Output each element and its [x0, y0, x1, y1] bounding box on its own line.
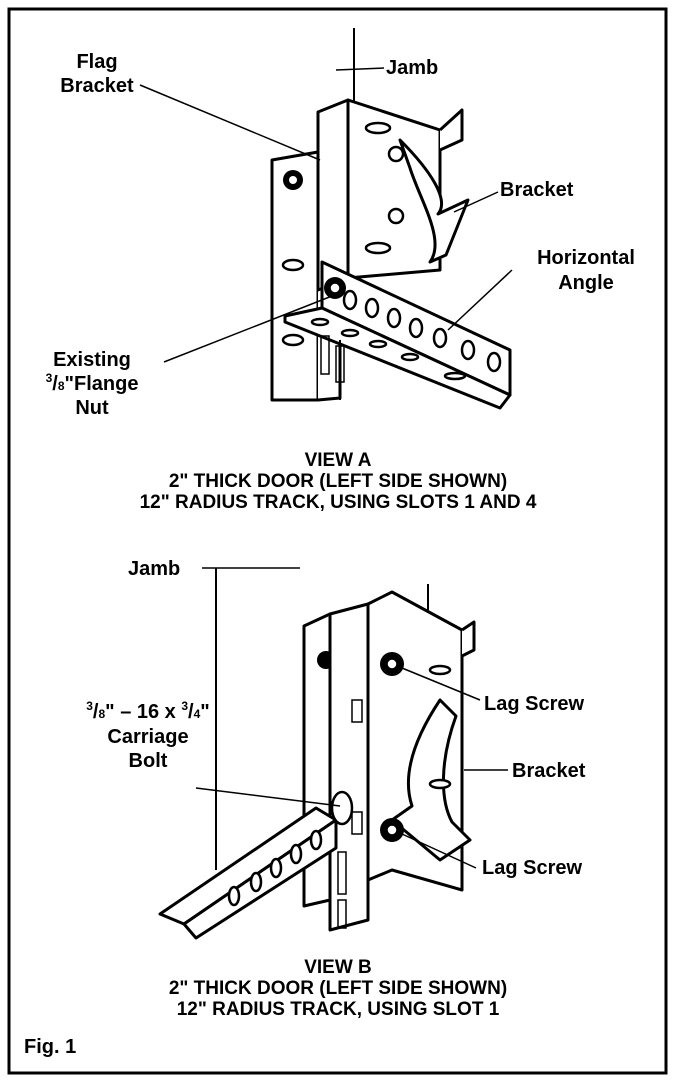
view-a-bracket-hole-1 [387, 145, 405, 163]
view-b-angle-hole-1 [227, 885, 241, 907]
view-a-angle-hole-7 [486, 351, 502, 373]
view-b-bracket-slot-1 [351, 699, 363, 723]
view-b-label-bolt-spec: 3/8" – 16 x 3/4" [86, 699, 210, 723]
view-a-frac-num: 3 [46, 371, 53, 385]
view-b-carriage-bolt [330, 790, 354, 826]
view-a-flange-hole-4 [400, 352, 420, 362]
view-a-leader-jamb [335, 67, 385, 71]
view-a-bracket-hole-2 [387, 207, 405, 225]
view-b-caption-line-2: 2" THICK DOOR (LEFT SIDE SHOWN) [169, 978, 507, 999]
view-a-leader-flange-nut [163, 295, 333, 363]
view-a-frac-den: 8 [58, 379, 65, 393]
view-a-label-bracket-word: Bracket [60, 75, 134, 97]
view-b-bracket-side [328, 602, 370, 932]
view-a-flange-hole-3 [368, 339, 388, 349]
view-a-bracket-slot-top [364, 121, 392, 135]
view-a-angle-hole-6 [460, 339, 476, 361]
view-b-bracket-slot-2 [351, 811, 363, 835]
view-b-bracket-lip [461, 620, 476, 658]
view-a-flag-slot-1 [281, 258, 305, 272]
view-a-flange-hole-5 [443, 371, 467, 381]
view-a-flag-bracket-nut-hole [289, 176, 297, 184]
view-b-angle-hole-5 [309, 829, 323, 851]
view-a-flange-hole-2 [340, 328, 360, 338]
view-b-caption-line-1: VIEW B [304, 957, 372, 978]
view-b-bracket-slot-top [428, 664, 452, 676]
view-b-leader-lag-screw-bottom [401, 833, 477, 869]
view-a-flag-slot-2 [281, 333, 305, 347]
view-a-label-bracket: Bracket [500, 179, 574, 201]
view-a-caption-line-2: 2" THICK DOOR (LEFT SIDE SHOWN) [169, 471, 507, 492]
view-b-frac-b-num: 3 [181, 699, 188, 713]
view-b-bolt-mid: " – 16 x [105, 701, 181, 723]
view-b-leader-carriage-bolt [195, 787, 341, 807]
view-b-label-bolt: Bolt [129, 750, 168, 772]
view-a-angle-hole-4 [408, 317, 424, 339]
view-a-label-jamb: Jamb [386, 57, 438, 79]
view-b-bracket-slot-mid [428, 778, 452, 790]
view-a-flange-word: "Flange [65, 373, 139, 395]
view-b-leader-lag-screw-top [401, 667, 481, 701]
view-b-frac-b-den: 4 [194, 707, 201, 721]
view-a-bracket-hook [398, 138, 470, 264]
view-a-caption-line-1: VIEW A [305, 450, 372, 471]
view-b-label-lag-screw-bottom: Lag Screw [482, 857, 582, 879]
view-a-label-existing: Existing [53, 349, 131, 371]
view-a-leader-horizontal-angle [447, 269, 513, 331]
view-b-bracket-hook [390, 698, 472, 862]
view-a-angle-hole-2 [364, 297, 380, 319]
view-b-label-bracket: Bracket [512, 760, 586, 782]
view-a-flange-hole-1 [310, 317, 330, 327]
view-a-caption-line-3: 12" RADIUS TRACK, USING SLOTS 1 AND 4 [140, 492, 537, 513]
figure-border [7, 7, 668, 1075]
view-b-angle-hole-4 [289, 843, 303, 865]
view-a-frac-slash: / [52, 373, 58, 395]
view-a-bracket-lip [438, 108, 464, 152]
view-b-bolt-end: " [200, 701, 209, 723]
view-b-label-lag-screw-top: Lag Screw [484, 693, 584, 715]
view-a-label-horizontal: Horizontal [537, 247, 635, 269]
view-a-bracket-face [346, 98, 442, 280]
view-b-frac-a-den: 8 [98, 707, 105, 721]
figure-label: Fig. 1 [24, 1036, 76, 1058]
view-a-flange-nut-center [329, 282, 341, 294]
view-b-lower-slot-2 [337, 899, 347, 929]
view-a-drawing [139, 28, 513, 410]
view-a-bracket-slot-bottom [364, 241, 392, 255]
view-a-leader-flag-bracket [139, 84, 321, 161]
view-b-label-carriage: Carriage [107, 726, 188, 748]
view-b-frac-a-slash: / [93, 701, 99, 723]
view-a-label-flange-nut: 3/8"Flange [46, 371, 139, 395]
view-a-lower-slot-1 [320, 335, 330, 375]
view-a-angle-hole-5 [432, 327, 448, 349]
view-b-label-jamb: Jamb [128, 558, 180, 580]
view-a-label-flag: Flag [76, 51, 117, 73]
view-a-angle-hole-3 [386, 307, 402, 329]
view-b-angle-hole-3 [269, 857, 283, 879]
view-a-angle-hole-1 [342, 289, 358, 311]
view-b-drawing [158, 567, 508, 940]
view-a-label-angle: Angle [558, 272, 614, 294]
view-b-frac-b-slash: / [188, 701, 194, 723]
view-b-frac-a-num: 3 [86, 699, 93, 713]
view-a-label-nut: Nut [75, 397, 109, 419]
view-b-angle-hole-2 [249, 871, 263, 893]
view-b-caption-line-3: 12" RADIUS TRACK, USING SLOT 1 [177, 999, 500, 1020]
view-b-lag-screw-top-center [386, 658, 398, 670]
view-b-lag-screw-bottom-center [386, 824, 398, 836]
view-a-leader-bracket [453, 191, 499, 213]
view-b-lower-slot-1 [337, 851, 347, 895]
